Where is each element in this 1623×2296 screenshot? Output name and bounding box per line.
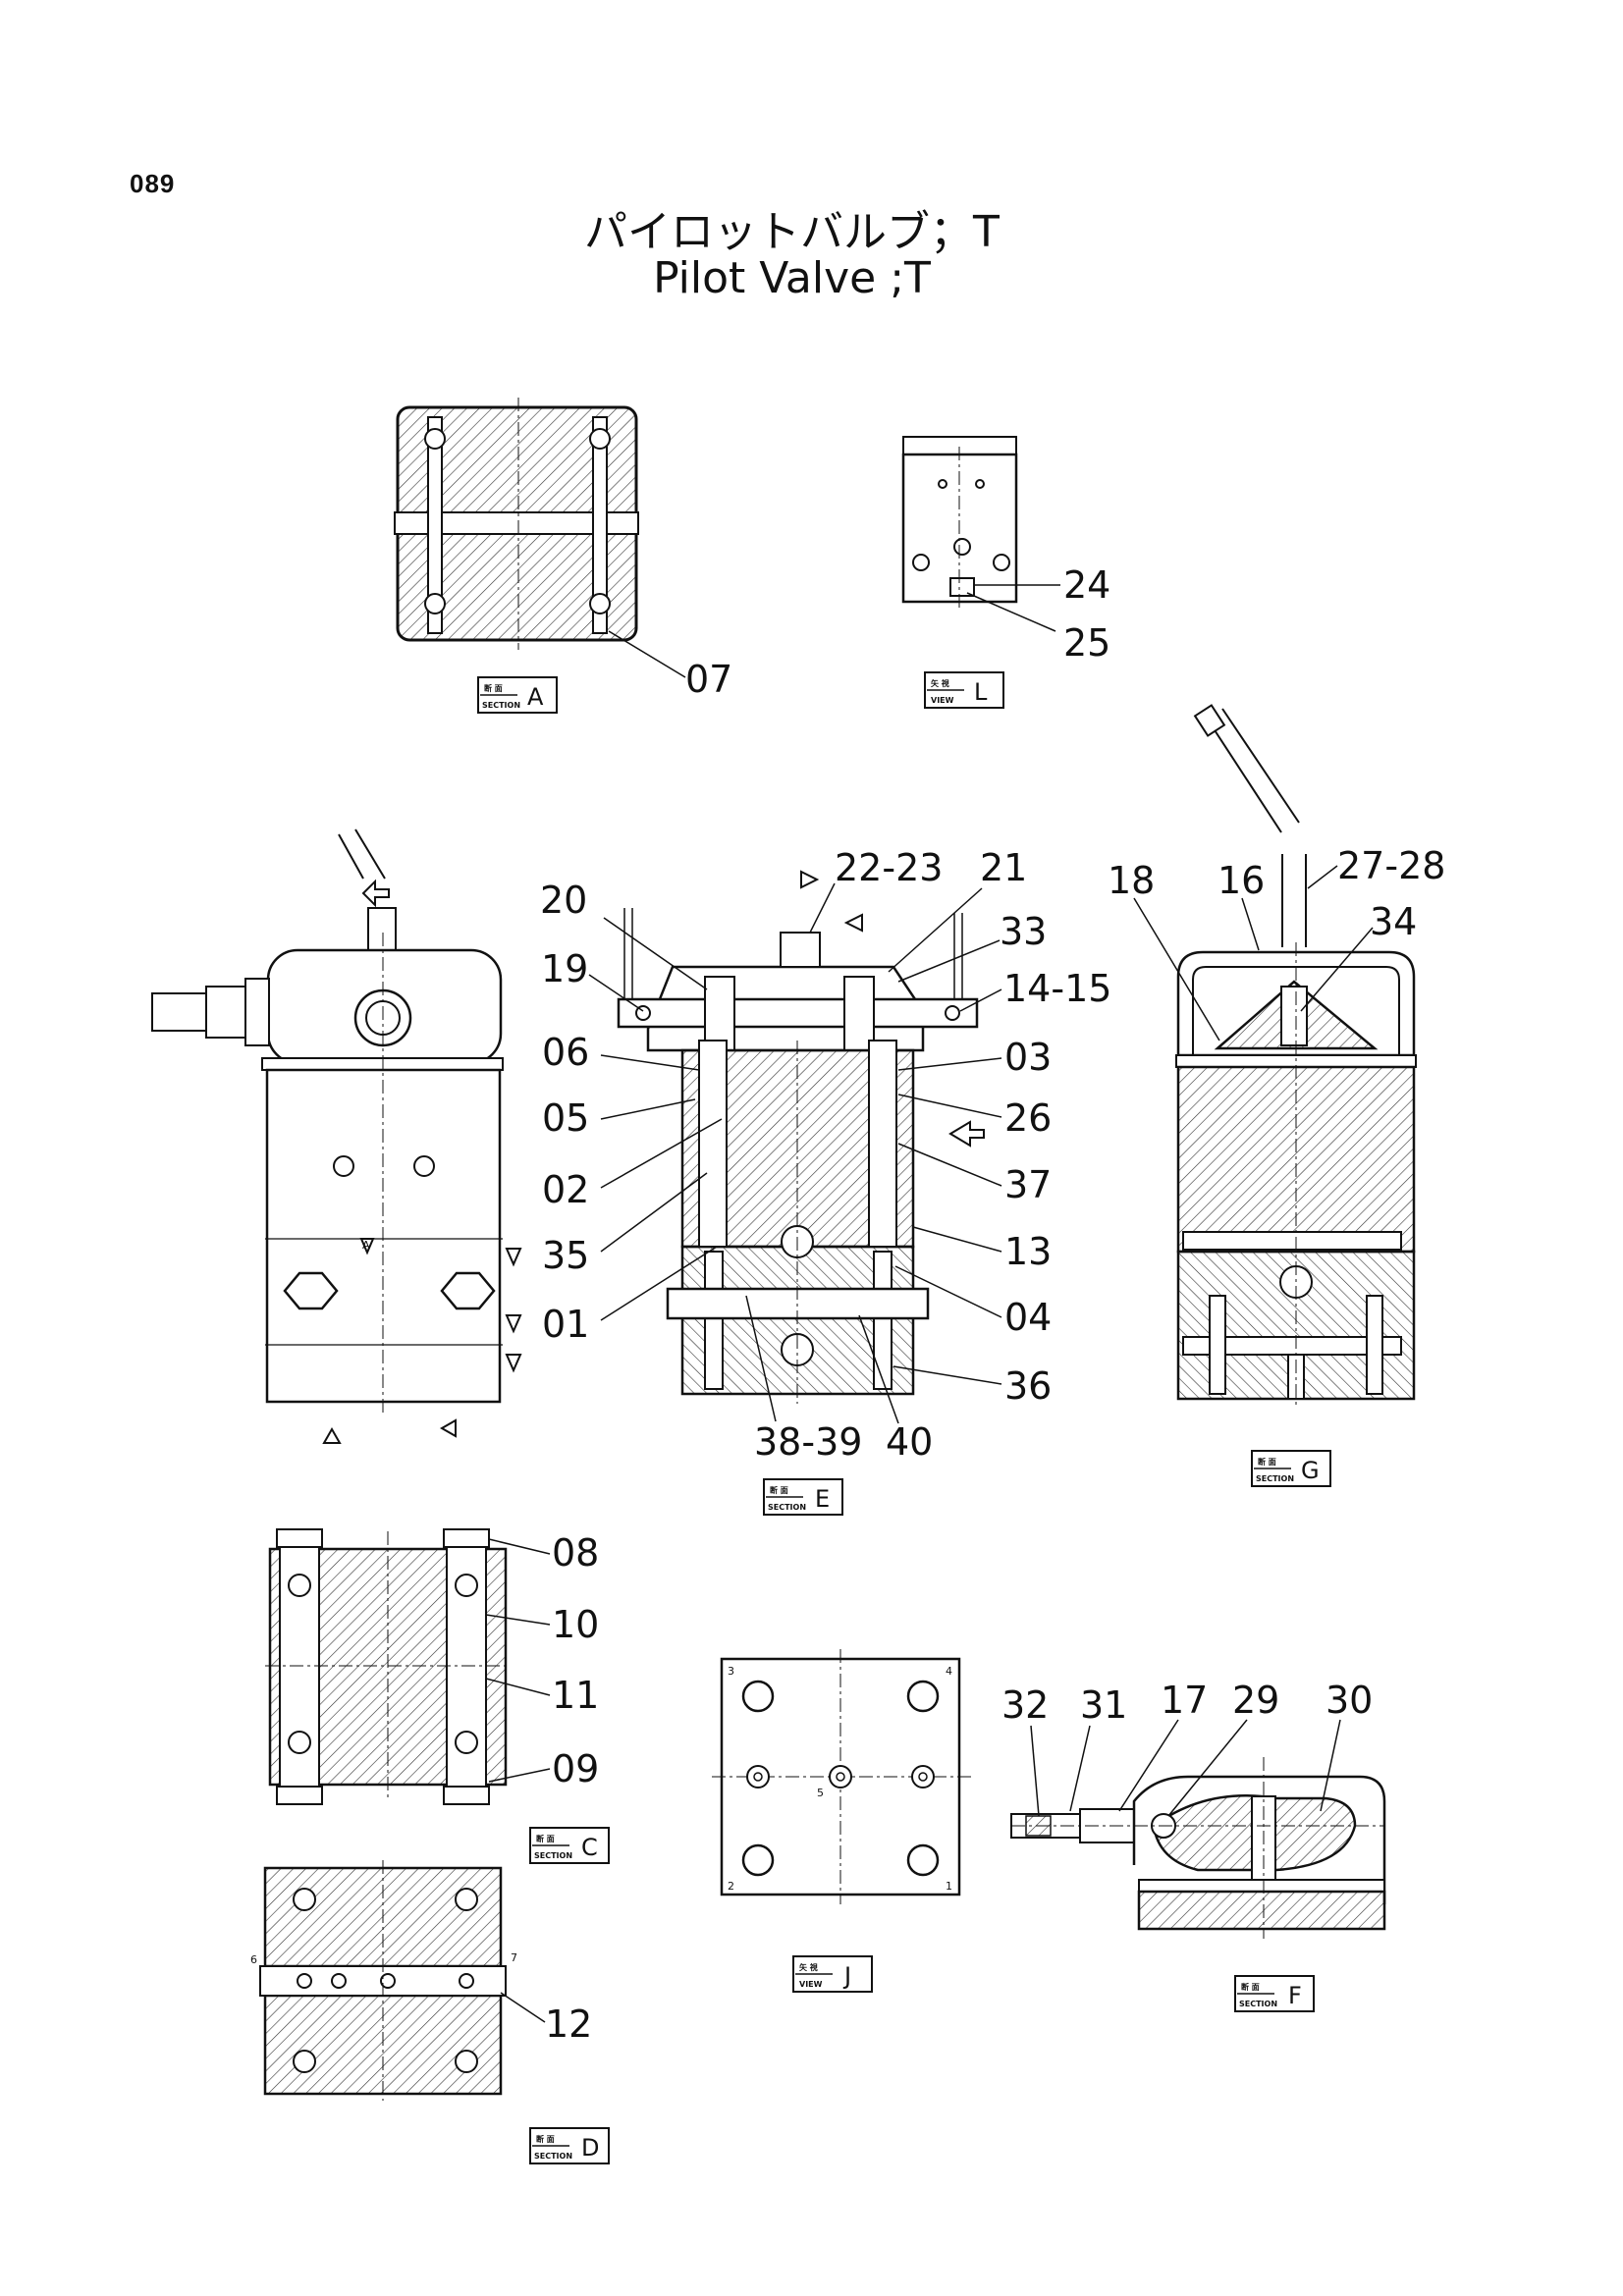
- part-label-05: 05: [542, 1096, 589, 1140]
- part-label-30: 30: [1325, 1679, 1373, 1722]
- svg-text:断 面: 断 面: [770, 1485, 788, 1495]
- svg-text:A: A: [527, 683, 544, 711]
- svg-text:7: 7: [511, 1951, 517, 1964]
- svg-text:SECTION: SECTION: [768, 1503, 806, 1512]
- part-label-21: 21: [980, 846, 1027, 889]
- part-label-04: 04: [1004, 1296, 1052, 1339]
- title-japanese: パイロットバルブ；T: [584, 207, 1000, 257]
- svg-text:L: L: [974, 678, 988, 706]
- svg-text:2: 2: [728, 1880, 734, 1893]
- tag-section-e: 断 面 SECTION E: [763, 1478, 843, 1516]
- part-label-02: 02: [542, 1168, 589, 1211]
- section-d-view: 6 7: [250, 1860, 517, 2101]
- view-j-view: 3 4 2 1 5: [712, 1649, 972, 1904]
- svg-text:C: C: [581, 1834, 598, 1861]
- part-label-09: 09: [552, 1747, 599, 1790]
- svg-text:F: F: [1288, 1982, 1302, 2009]
- part-label-25: 25: [1063, 621, 1110, 665]
- svg-text:矢 視: 矢 視: [931, 678, 949, 688]
- part-label-08: 08: [552, 1531, 599, 1575]
- part-label-03: 03: [1004, 1036, 1052, 1079]
- section-e-view: [617, 908, 979, 1404]
- part-label-33: 33: [1000, 910, 1047, 953]
- section-f-view: [1010, 1757, 1386, 1939]
- part-label-11: 11: [552, 1674, 599, 1717]
- section-c-view: [265, 1528, 511, 1805]
- svg-text:A: A: [362, 1239, 370, 1252]
- svg-text:E: E: [815, 1485, 830, 1513]
- svg-text:4: 4: [946, 1665, 952, 1678]
- part-label-17: 17: [1161, 1679, 1208, 1722]
- tag-section-g: 断 面 SECTION G: [1251, 1450, 1331, 1487]
- svg-text:断 面: 断 面: [536, 2134, 555, 2144]
- svg-text:断 面: 断 面: [536, 1834, 555, 1843]
- svg-text:断 面: 断 面: [1241, 1982, 1260, 1992]
- part-label-12: 12: [545, 2002, 592, 2046]
- part-label-35: 35: [542, 1234, 589, 1277]
- svg-text:断 面: 断 面: [484, 683, 503, 693]
- page-number: 089: [130, 169, 176, 198]
- part-label-16: 16: [1217, 859, 1265, 902]
- part-label-20: 20: [540, 879, 587, 922]
- svg-text:SECTION: SECTION: [534, 2152, 572, 2161]
- svg-text:断 面: 断 面: [1258, 1457, 1276, 1467]
- part-label-38-39: 38-39: [754, 1420, 862, 1464]
- svg-text:5: 5: [817, 1787, 824, 1799]
- section-a-view: [394, 398, 639, 650]
- side-exterior-view: [151, 828, 504, 1414]
- part-label-13: 13: [1004, 1230, 1052, 1273]
- svg-text:SECTION: SECTION: [1239, 2000, 1277, 2008]
- tag-view-l: 矢 視 VIEW L: [924, 671, 1004, 709]
- svg-text:D: D: [581, 2134, 599, 2162]
- part-label-32: 32: [1001, 1683, 1049, 1727]
- view-l-view: [901, 436, 1018, 609]
- svg-text:矢 視: 矢 視: [799, 1962, 818, 1972]
- tag-section-c: 断 面 SECTION C: [529, 1827, 610, 1864]
- part-label-31: 31: [1080, 1683, 1127, 1727]
- part-label-24: 24: [1063, 563, 1110, 607]
- part-label-29: 29: [1232, 1679, 1279, 1722]
- tag-view-j: 矢 視 VIEW J: [792, 1955, 873, 1993]
- leader-07: [608, 630, 686, 678]
- svg-text:3: 3: [728, 1665, 734, 1678]
- svg-text:6: 6: [250, 1953, 257, 1966]
- title-english: Pilot Valve ;T: [653, 253, 931, 303]
- tag-section-d: 断 面 SECTION D: [529, 2127, 610, 2164]
- tag-section-a: 断 面 SECTION A: [477, 676, 558, 714]
- part-label-36: 36: [1004, 1364, 1052, 1408]
- svg-text:SECTION: SECTION: [482, 701, 520, 710]
- part-label-18: 18: [1108, 859, 1155, 902]
- section-g-view: [1175, 704, 1417, 1409]
- svg-text:J: J: [842, 1962, 851, 1990]
- part-label-27-28: 27-28: [1337, 844, 1445, 887]
- tag-section-f: 断 面 SECTION F: [1234, 1975, 1315, 2012]
- svg-text:VIEW: VIEW: [931, 696, 954, 705]
- section-arrows: A: [322, 870, 985, 1444]
- svg-text:1: 1: [946, 1880, 952, 1893]
- svg-text:VIEW: VIEW: [799, 1980, 823, 1989]
- part-label-14-15: 14-15: [1003, 967, 1111, 1010]
- part-label-01: 01: [542, 1303, 589, 1346]
- part-label-37: 37: [1004, 1163, 1052, 1206]
- part-label-06: 06: [542, 1031, 589, 1074]
- part-label-19: 19: [541, 947, 588, 990]
- svg-text:G: G: [1301, 1457, 1320, 1484]
- part-label-22-23: 22-23: [835, 846, 943, 889]
- part-label-26: 26: [1004, 1096, 1052, 1140]
- svg-text:SECTION: SECTION: [1256, 1474, 1294, 1483]
- part-label-10: 10: [552, 1603, 599, 1646]
- svg-text:SECTION: SECTION: [534, 1851, 572, 1860]
- part-label-07: 07: [685, 658, 732, 701]
- part-label-34: 34: [1370, 900, 1417, 943]
- part-label-40: 40: [886, 1420, 933, 1464]
